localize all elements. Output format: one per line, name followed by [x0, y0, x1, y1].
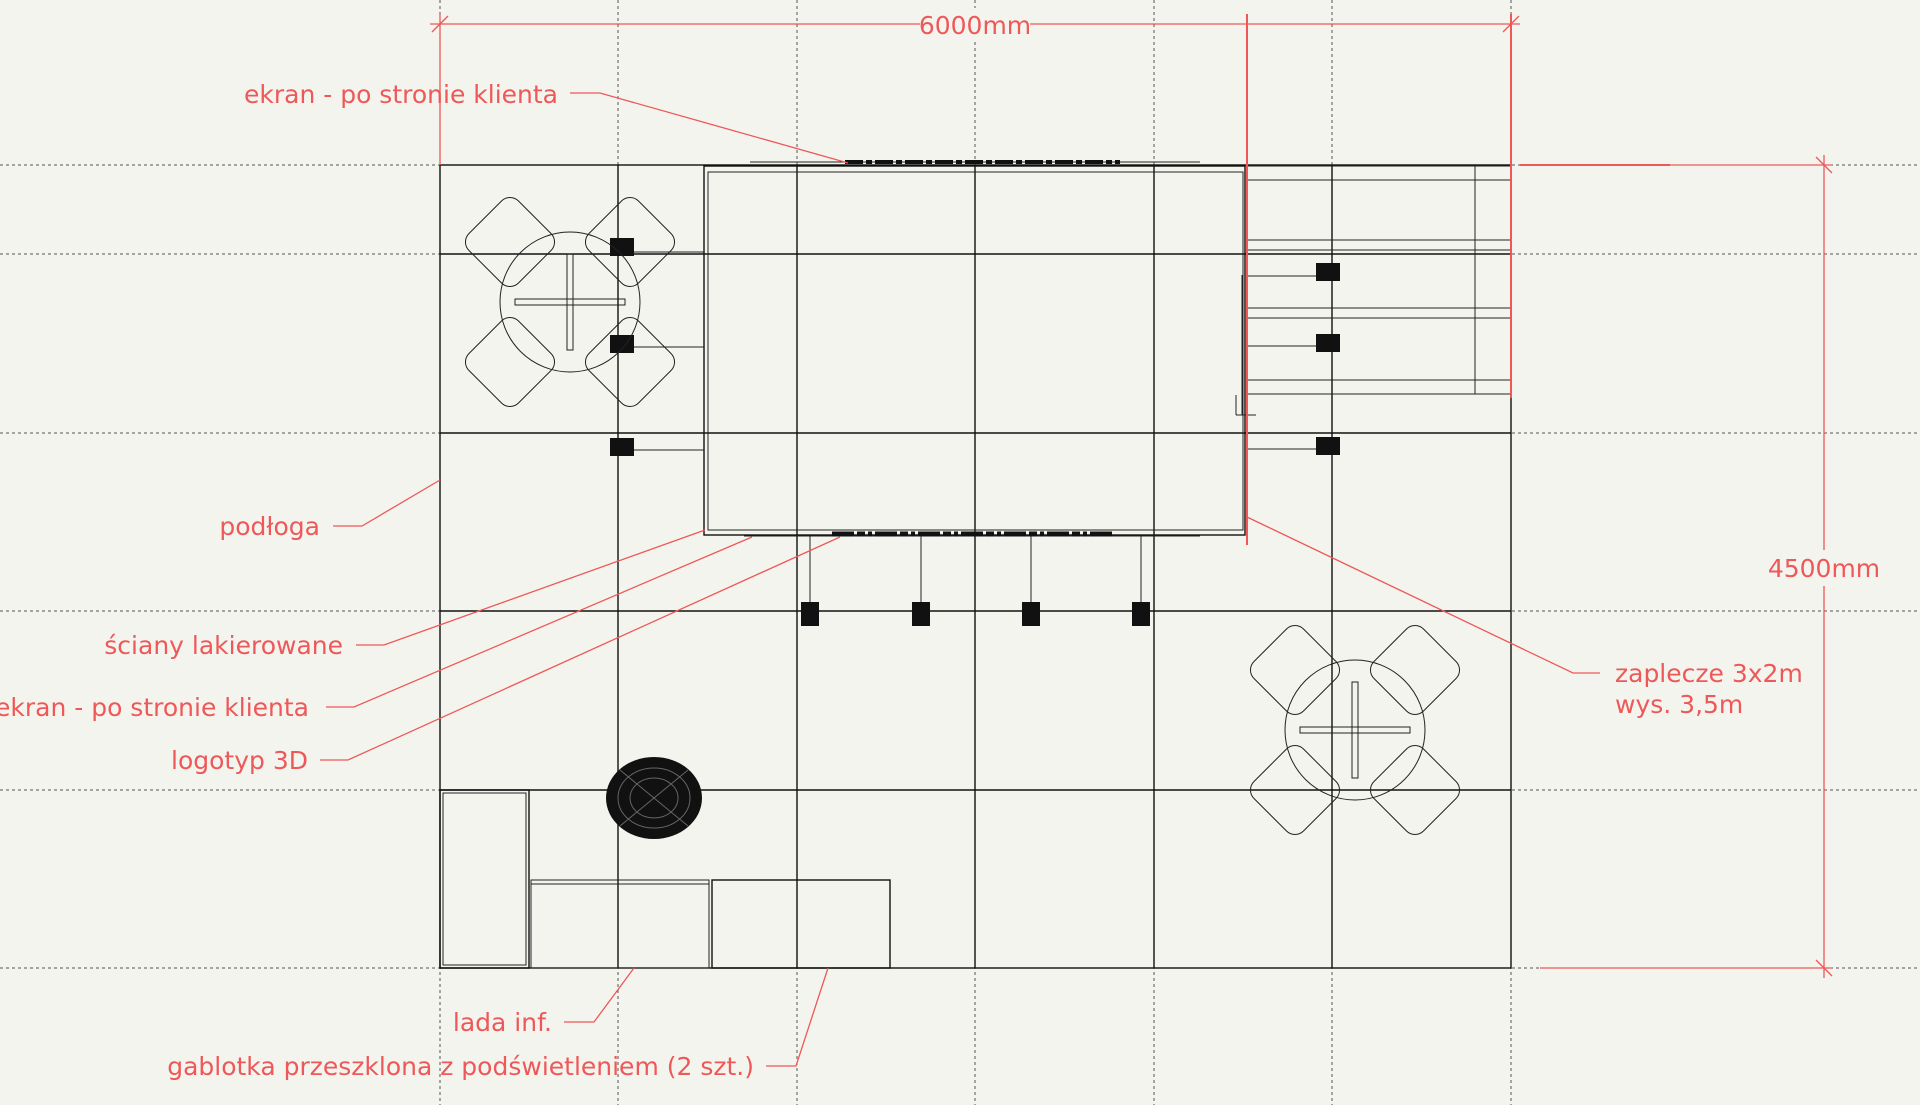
spotlight	[801, 536, 819, 626]
info-desk	[439, 789, 530, 969]
dimension-depth: 4500mm	[1520, 155, 1880, 978]
showcase-2	[711, 879, 891, 969]
spotlight	[912, 536, 930, 626]
dimension-width: 6000mm	[430, 8, 1520, 545]
depth-label: 4500mm	[1768, 554, 1880, 583]
spotlights	[610, 238, 1340, 626]
label-walls: ściany lakierowane	[104, 631, 343, 660]
label-backroom-line2: wys. 3,5m	[1615, 690, 1743, 719]
spotlight	[1247, 263, 1340, 281]
showcase-1	[530, 879, 710, 969]
spotlight	[1022, 536, 1040, 626]
spotlight	[1247, 334, 1340, 352]
spotlight	[1247, 437, 1340, 455]
label-logo: logotyp 3D	[171, 746, 308, 775]
annotation-leaders	[320, 92, 1600, 1067]
spotlight	[610, 335, 704, 353]
label-backroom-line1: zaplecze 3x2m	[1615, 659, 1803, 688]
label-screen-front: ekran - po stronie klienta	[0, 693, 309, 722]
plant-pot	[606, 757, 702, 839]
table-set-bottom-right	[1249, 624, 1461, 836]
label-info-desk: lada inf.	[453, 1008, 552, 1037]
spotlight	[610, 438, 704, 456]
label-showcase: gablotka przeszklona z podświetleniem (2…	[167, 1052, 754, 1081]
table-set-top-left	[464, 196, 676, 408]
label-screen-top: ekran - po stronie klienta	[244, 80, 558, 109]
spotlight	[1132, 536, 1150, 626]
width-label: 6000mm	[919, 11, 1031, 40]
backroom	[1235, 165, 1512, 416]
label-floor: podłoga	[219, 512, 320, 541]
